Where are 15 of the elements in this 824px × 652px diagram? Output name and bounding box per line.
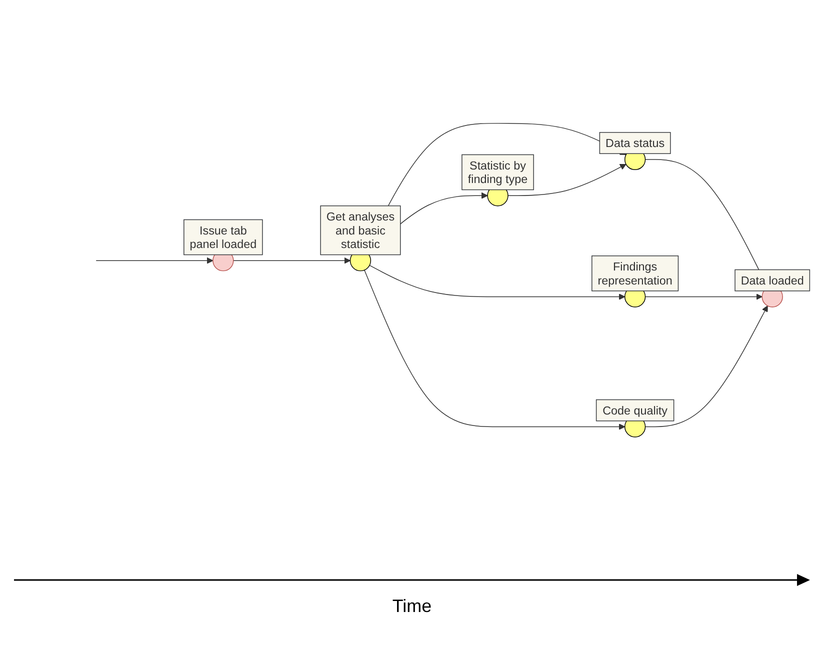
label-box: Statistic by finding type — [462, 154, 534, 190]
axis-label: Time — [392, 596, 432, 616]
label-box: Issue tab panel loaded — [184, 219, 263, 255]
arrow — [96, 257, 214, 264]
label-box: Code quality — [596, 399, 674, 422]
arrow — [644, 305, 768, 427]
arrow — [508, 164, 626, 196]
arrow — [364, 270, 626, 430]
arrow — [644, 293, 762, 300]
arrow — [233, 257, 351, 264]
label-box: Findings representation — [592, 255, 679, 292]
label-box: Data status — [599, 132, 671, 154]
label-box: Data loaded — [734, 269, 810, 292]
label-box: Get analyses and basic statistic — [320, 205, 401, 255]
arrow — [369, 264, 626, 300]
